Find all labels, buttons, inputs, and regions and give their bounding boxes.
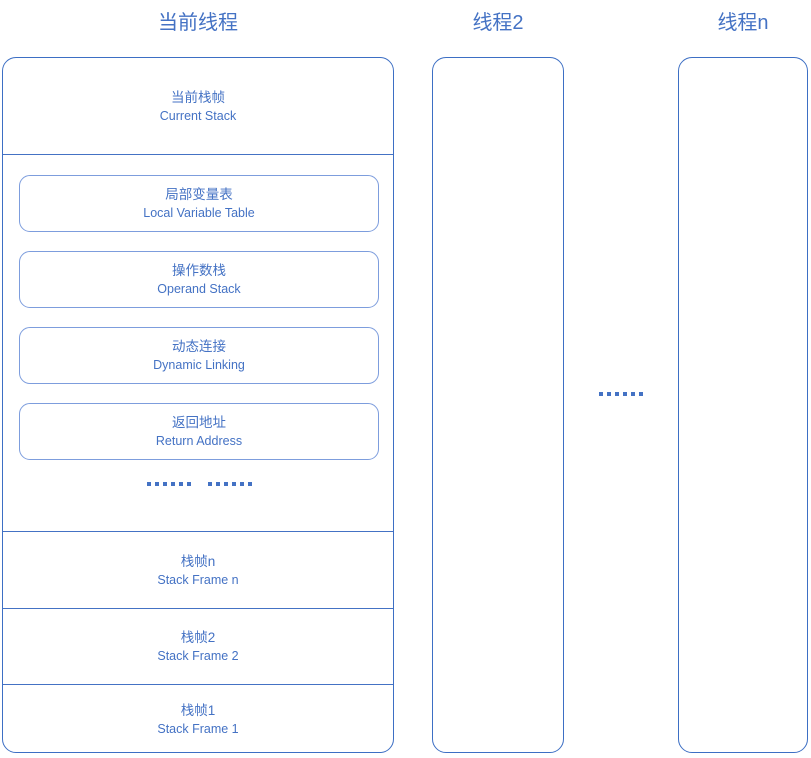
ellipsis-dot — [599, 392, 603, 396]
frames-ellipsis-dots — [19, 482, 379, 486]
return-address-label-cn: 返回地址 — [172, 415, 226, 430]
ellipsis-dot — [231, 482, 236, 486]
local-variable-table-label-en: Local Variable Table — [143, 206, 255, 220]
ellipsis-dot — [631, 392, 635, 396]
section-stack-frame-1: 栈帧1 Stack Frame 1 — [3, 684, 393, 754]
ellipsis-dot — [186, 482, 191, 486]
stack-frame-n-label-cn: 栈帧n — [180, 553, 216, 569]
operand-stack-label-cn: 操作数栈 — [172, 263, 226, 278]
dynamic-linking-label-en: Dynamic Linking — [153, 358, 245, 372]
current-stack-label-cn: 当前栈帧 — [171, 89, 225, 105]
column-title-current-thread: 当前线程 — [158, 12, 238, 34]
thread-box-current: 当前栈帧 Current Stack 局部变量表 Local Variable … — [2, 57, 394, 753]
ellipsis-dot — [247, 482, 252, 486]
column-title-thread-n: 线程n — [717, 12, 769, 34]
ellipsis-dot — [146, 482, 151, 486]
ellipsis-dot — [239, 482, 244, 486]
section-current-stack: 当前栈帧 Current Stack — [3, 58, 393, 154]
return-address-label-en: Return Address — [155, 434, 243, 448]
ellipsis-dot — [154, 482, 159, 486]
operand-stack-label-en: Operand Stack — [157, 282, 241, 296]
frame-component-local-variable-table: 局部变量表 Local Variable Table — [19, 175, 379, 232]
ellipsis-dot — [639, 392, 643, 396]
threads-ellipsis — [588, 392, 654, 396]
stack-frame-1-label-en: Stack Frame 1 — [157, 722, 239, 736]
stack-frame-2-label-cn: 栈帧2 — [180, 630, 216, 645]
ellipsis-dot — [207, 482, 212, 486]
frame-component-operand-stack: 操作数栈 Operand Stack — [19, 251, 379, 308]
thread-box-n — [678, 57, 808, 753]
thread-box-2 — [432, 57, 564, 753]
ellipsis-dot — [178, 482, 183, 486]
frame-component-return-address: 返回地址 Return Address — [19, 403, 379, 460]
frame-component-list: 局部变量表 Local Variable Table 操作数栈 Operand … — [19, 175, 379, 479]
ellipsis-dot — [623, 392, 627, 396]
ellipsis-dot — [607, 392, 611, 396]
frames-ellipsis — [19, 482, 379, 486]
stack-frame-n-label-en: Stack Frame n — [157, 572, 239, 587]
section-frame-detail: 局部变量表 Local Variable Table 操作数栈 Operand … — [3, 154, 393, 531]
stack-frame-1-label-cn: 栈帧1 — [180, 703, 216, 718]
column-title-thread-2: 线程2 — [472, 12, 524, 34]
ellipsis-dot — [223, 482, 228, 486]
ellipsis-dot — [162, 482, 167, 486]
threads-ellipsis-dots — [588, 392, 654, 396]
local-variable-table-label-cn: 局部变量表 — [165, 187, 233, 202]
section-stack-frame-n: 栈帧n Stack Frame n — [3, 531, 393, 608]
ellipsis-dot — [215, 482, 220, 486]
stack-frame-2-label-en: Stack Frame 2 — [157, 649, 239, 663]
dynamic-linking-label-cn: 动态连接 — [172, 339, 226, 354]
ellipsis-gap — [195, 484, 204, 485]
ellipsis-dot — [170, 482, 175, 486]
current-stack-label-en: Current Stack — [159, 108, 237, 123]
ellipsis-dot — [615, 392, 619, 396]
section-stack-frame-2: 栈帧2 Stack Frame 2 — [3, 608, 393, 684]
frame-component-dynamic-linking: 动态连接 Dynamic Linking — [19, 327, 379, 384]
